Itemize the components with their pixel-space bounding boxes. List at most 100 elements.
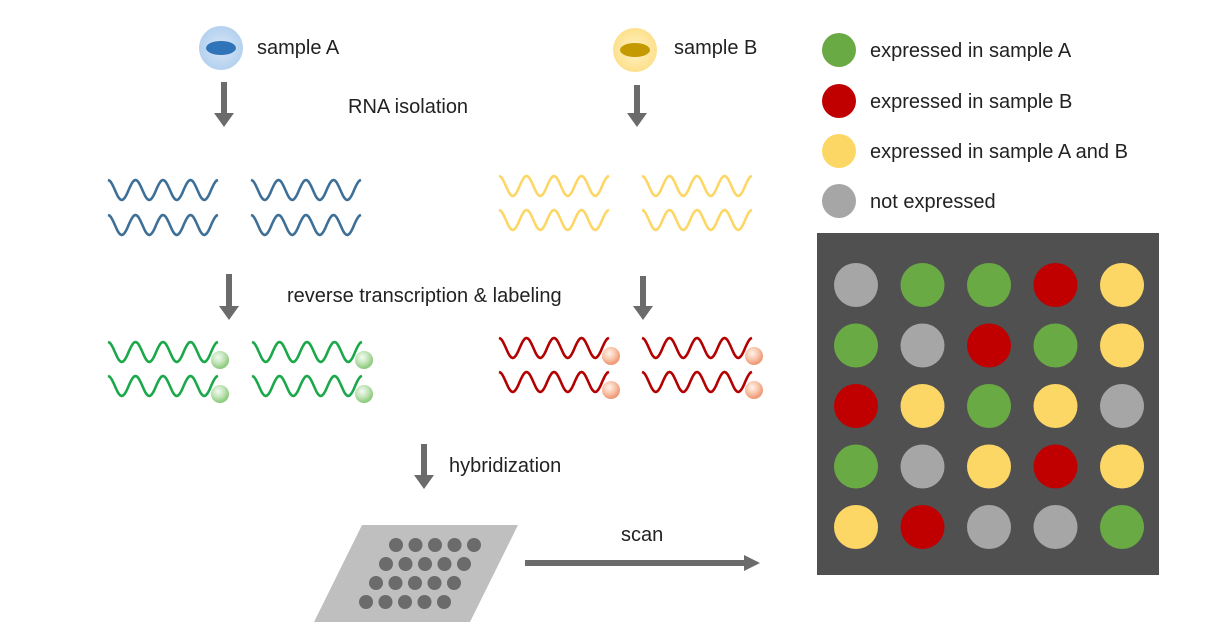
rna-strand [641,336,753,360]
arrow-rt-a [219,274,239,320]
chip-spot [418,557,432,571]
scanned-array [817,233,1159,575]
chip-spot [408,538,423,552]
array-spot [1033,444,1078,489]
array-spots [834,263,1144,549]
array-spot [967,384,1011,428]
arrow-rna-isolation-a [214,82,234,127]
microarray-chip [314,525,518,622]
chip-spot [447,576,461,590]
fluorescent-label [745,347,763,365]
array-spot [834,384,878,428]
chip-spot [427,576,442,590]
array-spot [900,323,945,368]
chip-spot [398,557,413,571]
rna-strand [107,178,219,202]
fluorescent-label [211,385,229,403]
sample-a-label: sample A [257,37,340,59]
fluorescent-label [602,381,620,399]
arrow-scan [525,555,760,571]
chip-spot [388,576,403,590]
sample-b: sample B [613,28,757,72]
chip-spot [398,595,412,609]
array-spot [1033,263,1078,307]
legend-swatch-none [822,184,856,218]
rna-strand [251,374,363,398]
rna-strand [107,213,219,237]
array-spot [1033,384,1078,428]
array-spot [967,444,1011,489]
rna-strand [498,336,610,360]
array-spot [1100,505,1144,549]
rna-strand [498,370,610,394]
array-spot [967,263,1011,307]
array-spot [967,323,1011,368]
fluorescent-label [211,351,229,369]
labeled-cdna-sample-a [107,340,373,403]
nucleus-icon [206,41,236,55]
rna-strands-sample-b [498,174,753,232]
array-spot [834,323,878,368]
chip-spot [417,595,432,609]
array-spot [834,505,878,549]
labeled-cdna-sample-b [498,336,763,399]
rna-strand [107,374,219,398]
array-spot [967,505,1011,549]
fluorescent-label [602,347,620,365]
chip-spot [457,557,471,571]
legend: expressed in sample A expressed in sampl… [822,33,1128,218]
chip-spot [369,576,383,590]
array-spot [834,444,878,489]
chip-spot [428,538,442,552]
array-spot [1100,444,1144,489]
chip-spot [359,595,373,609]
array-spot [1033,323,1078,368]
legend-label-none: not expressed [870,191,996,213]
legend-label-a: expressed in sample A [870,40,1072,62]
rna-strand [250,178,362,202]
chip-spot [408,576,422,590]
array-spot [1100,323,1144,368]
chip-spot [378,595,393,609]
legend-label-ab: expressed in sample A and B [870,141,1128,163]
legend-swatch-b [822,84,856,118]
array-spot [900,263,945,307]
array-spot [834,263,878,307]
step-scan: scan [621,524,663,546]
step-hybridization: hybridization [449,455,561,477]
rna-strand [250,213,362,237]
rna-strand [498,208,610,232]
fluorescent-label [355,351,373,369]
chip-spot [467,538,481,552]
nucleus-icon [620,43,650,57]
chip-spots [359,538,481,609]
legend-label-b: expressed in sample B [870,91,1072,113]
array-spot [900,505,945,549]
arrow-hybridization [414,444,434,489]
fluorescent-label [355,385,373,403]
array-spot [900,384,945,428]
array-spot [900,444,945,489]
rna-strand [251,340,363,364]
chip-spot [379,557,393,571]
sample-a: sample A [199,26,340,70]
arrow-rt-b [633,276,653,320]
chip-spot [389,538,403,552]
array-spot [1033,505,1078,549]
array-spot [1100,263,1144,307]
step-rna-isolation: RNA isolation [348,96,468,118]
chip-spot [437,557,452,571]
rna-strand [641,174,753,198]
rna-strand [107,340,219,364]
sample-b-label: sample B [674,37,757,59]
legend-swatch-a [822,33,856,67]
rna-strand [641,370,753,394]
chip-spot [447,538,462,552]
array-spot [1100,384,1144,428]
rna-strand [498,174,610,198]
chip-spot [437,595,451,609]
rna-strand [641,208,753,232]
arrow-rna-isolation-b [627,85,647,127]
step-reverse-transcription: reverse transcription & labeling [287,285,562,307]
